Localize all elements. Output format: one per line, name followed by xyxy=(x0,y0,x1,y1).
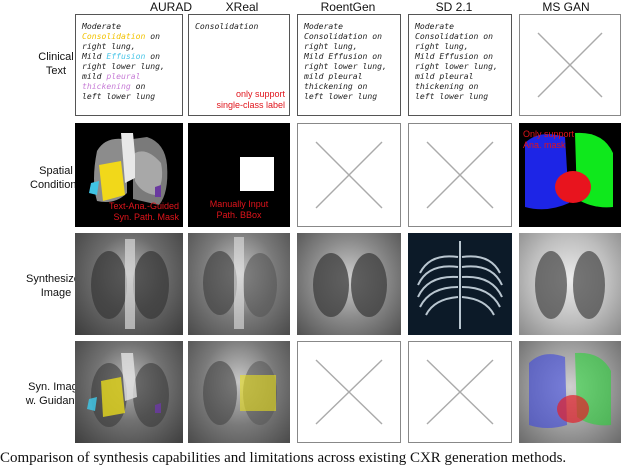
col-header-xreal: XReal xyxy=(225,0,259,14)
anatomy-mask-image xyxy=(525,132,613,210)
col-header-aurad: AURAD xyxy=(149,0,192,14)
msgan-synthesized-xray xyxy=(519,233,621,335)
sd-synthesized-xray xyxy=(408,233,512,335)
aurad-spatial-mask: Text-Ana.-Guided Syn. Path. Mask xyxy=(75,123,183,227)
aurad-synthesized-xray xyxy=(75,233,183,335)
msgan-spatial-note: Only support Ana. mask xyxy=(523,129,575,150)
xray-overlay-image xyxy=(203,361,277,425)
col-header-sd21: SD 2.1 xyxy=(435,0,473,14)
row-label-clinical-text: Clinical Text xyxy=(38,51,74,77)
xreal-clinical-text: Consolidation xyxy=(195,21,259,31)
sd-spatial-unsupported xyxy=(408,123,512,227)
roentgen-spatial-unsupported xyxy=(297,123,401,227)
roentgen-clinical-text-box: Moderate Consolidation on right lung, Mi… xyxy=(297,14,401,116)
aurad-spatial-note: Text-Ana.-Guided Syn. Path. Mask xyxy=(108,201,179,222)
aurad-text-line: mild pleural xyxy=(82,71,141,81)
col-header-msgan: MS GAN xyxy=(542,0,590,14)
xreal-spatial-note: Manually Input Path. BBox xyxy=(209,199,269,220)
aurad-guided-xray xyxy=(75,341,183,443)
row-label-synthesized-image: Synthesized Image xyxy=(26,273,86,299)
aurad-text-line: right lung, xyxy=(82,41,136,51)
aurad-text-line: left lower lung xyxy=(82,91,156,101)
roentgen-synthesized-xray xyxy=(297,233,401,335)
xray-image xyxy=(203,237,277,329)
xreal-synthesized-xray xyxy=(188,233,290,335)
xray-image xyxy=(535,251,605,319)
xray-image xyxy=(417,241,503,329)
msgan-guided-xray xyxy=(519,341,621,443)
cross-icon xyxy=(537,32,603,98)
row-label-spatial-conditions: Spatial Conditions xyxy=(30,165,82,191)
anatomy-mask-image xyxy=(89,133,168,205)
aurad-text-line: Moderate xyxy=(82,21,121,31)
sd-clinical-text: Moderate Consolidation on right lung, Mi… xyxy=(415,21,498,101)
aurad-text-line: thickening on xyxy=(82,81,146,91)
bbox-square xyxy=(240,157,274,191)
aurad-text-line: Consolidation on xyxy=(82,31,160,41)
xreal-spatial-bbox: Manually Input Path. BBox xyxy=(188,123,290,227)
xray-overlay-image xyxy=(87,353,169,427)
xreal-guided-xray xyxy=(188,341,290,443)
xray-image xyxy=(313,253,387,317)
cross-icon xyxy=(315,359,383,425)
aurad-text-line: Mild Effusion on xyxy=(82,51,160,61)
xray-overlay-image xyxy=(529,352,611,428)
xreal-label-note: only support single-class label xyxy=(216,89,285,110)
col-header-roentgen: RoentGen xyxy=(320,0,376,14)
cross-icon xyxy=(426,141,494,209)
figure-caption: Comparison of synthesis capabilities and… xyxy=(0,450,567,466)
roentgen-guided-unsupported xyxy=(297,341,401,443)
aurad-text-line: right lower lung, xyxy=(82,61,165,71)
xray-image xyxy=(91,239,169,329)
roentgen-clinical-text: Moderate Consolidation on right lung, Mi… xyxy=(304,21,387,101)
msgan-clinical-text-unsupported xyxy=(519,14,621,116)
msgan-spatial-mask: Only support Ana. mask xyxy=(519,123,621,227)
sd-guided-unsupported xyxy=(408,341,512,443)
cross-icon xyxy=(426,359,494,425)
sd-clinical-text-box: Moderate Consolidation on right lung, Mi… xyxy=(408,14,512,116)
xreal-clinical-text-box: Consolidation only support single-class … xyxy=(188,14,290,116)
cross-icon xyxy=(315,141,383,209)
